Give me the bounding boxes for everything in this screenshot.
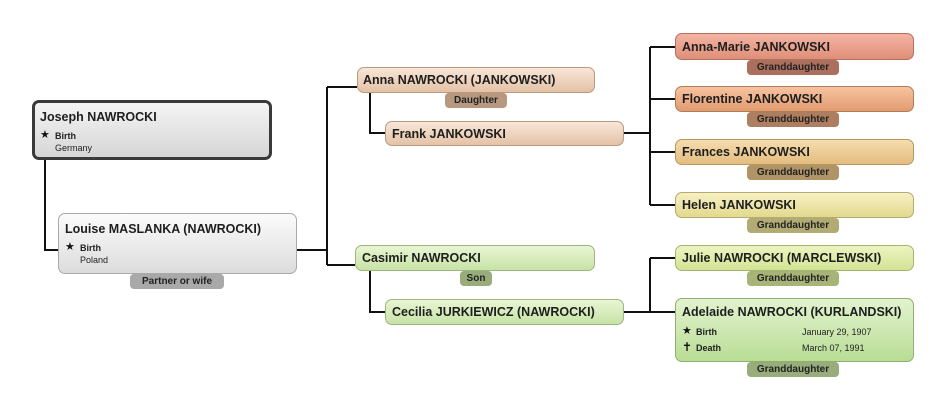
birth-label: Birth <box>55 131 76 141</box>
person-card-anna-marie[interactable]: Anna-Marie JANKOWSKI <box>675 33 914 60</box>
person-card-joseph[interactable]: Joseph NAWROCKI ★ Birth Germany <box>32 100 272 160</box>
person-name: Casimir NAWROCKI <box>362 251 481 265</box>
person-card-louise[interactable]: Louise MASLANKA (NAWROCKI) ★ Birth Polan… <box>58 213 297 274</box>
relation-badge: Granddaughter <box>747 362 839 377</box>
person-card-adelaide[interactable]: Adelaide NAWROCKI (KURLANDSKI) ★ Birth J… <box>675 298 914 362</box>
cross-icon: ✝ <box>682 340 693 354</box>
person-name: Julie NAWROCKI (MARCLEWSKI) <box>682 251 882 265</box>
relation-badge: Daughter <box>445 93 507 108</box>
birth-label: Birth <box>80 243 101 253</box>
death-date: March 07, 1991 <box>802 343 865 353</box>
star-icon: ★ <box>682 325 692 337</box>
relation-badge: Granddaughter <box>747 60 839 75</box>
birth-place: Poland <box>80 255 109 265</box>
relation-badge: Granddaughter <box>747 271 839 286</box>
person-name: Cecilia JURKIEWICZ (NAWROCKI) <box>392 305 595 319</box>
person-name: Anna-Marie JANKOWSKI <box>682 40 830 54</box>
person-name: Helen JANKOWSKI <box>682 198 796 212</box>
relation-badge: Partner or wife <box>130 274 224 289</box>
relation-badge: Son <box>460 271 492 286</box>
person-name: Anna NAWROCKI (JANKOWSKI) <box>363 73 556 87</box>
death-label: Death <box>696 343 722 353</box>
person-name: Frank JANKOWSKI <box>392 127 506 141</box>
relation-badge: Granddaughter <box>747 218 839 233</box>
relation-badge: Granddaughter <box>747 112 839 127</box>
person-card-casimir[interactable]: Casimir NAWROCKI <box>355 245 595 271</box>
birth-date: January 29, 1907 <box>802 327 872 337</box>
person-name: Frances JANKOWSKI <box>682 145 810 159</box>
person-card-florentine[interactable]: Florentine JANKOWSKI <box>675 86 914 112</box>
person-name: Florentine JANKOWSKI <box>682 92 823 106</box>
person-name: Louise MASLANKA (NAWROCKI) <box>65 222 262 236</box>
birth-label: Birth <box>696 327 717 337</box>
star-icon: ★ <box>65 241 75 253</box>
person-card-frances[interactable]: Frances JANKOWSKI <box>675 139 914 165</box>
star-icon: ★ <box>40 129 50 141</box>
person-card-frank[interactable]: Frank JANKOWSKI <box>385 121 624 146</box>
birth-place: Germany <box>55 143 93 153</box>
person-card-julie[interactable]: Julie NAWROCKI (MARCLEWSKI) <box>675 245 914 271</box>
person-card-anna[interactable]: Anna NAWROCKI (JANKOWSKI) <box>357 67 595 93</box>
person-card-helen[interactable]: Helen JANKOWSKI <box>675 192 914 218</box>
relation-badge: Granddaughter <box>747 165 839 180</box>
person-card-cecilia[interactable]: Cecilia JURKIEWICZ (NAWROCKI) <box>385 299 624 325</box>
person-name: Joseph NAWROCKI <box>40 110 157 124</box>
person-name: Adelaide NAWROCKI (KURLANDSKI) <box>682 305 902 319</box>
